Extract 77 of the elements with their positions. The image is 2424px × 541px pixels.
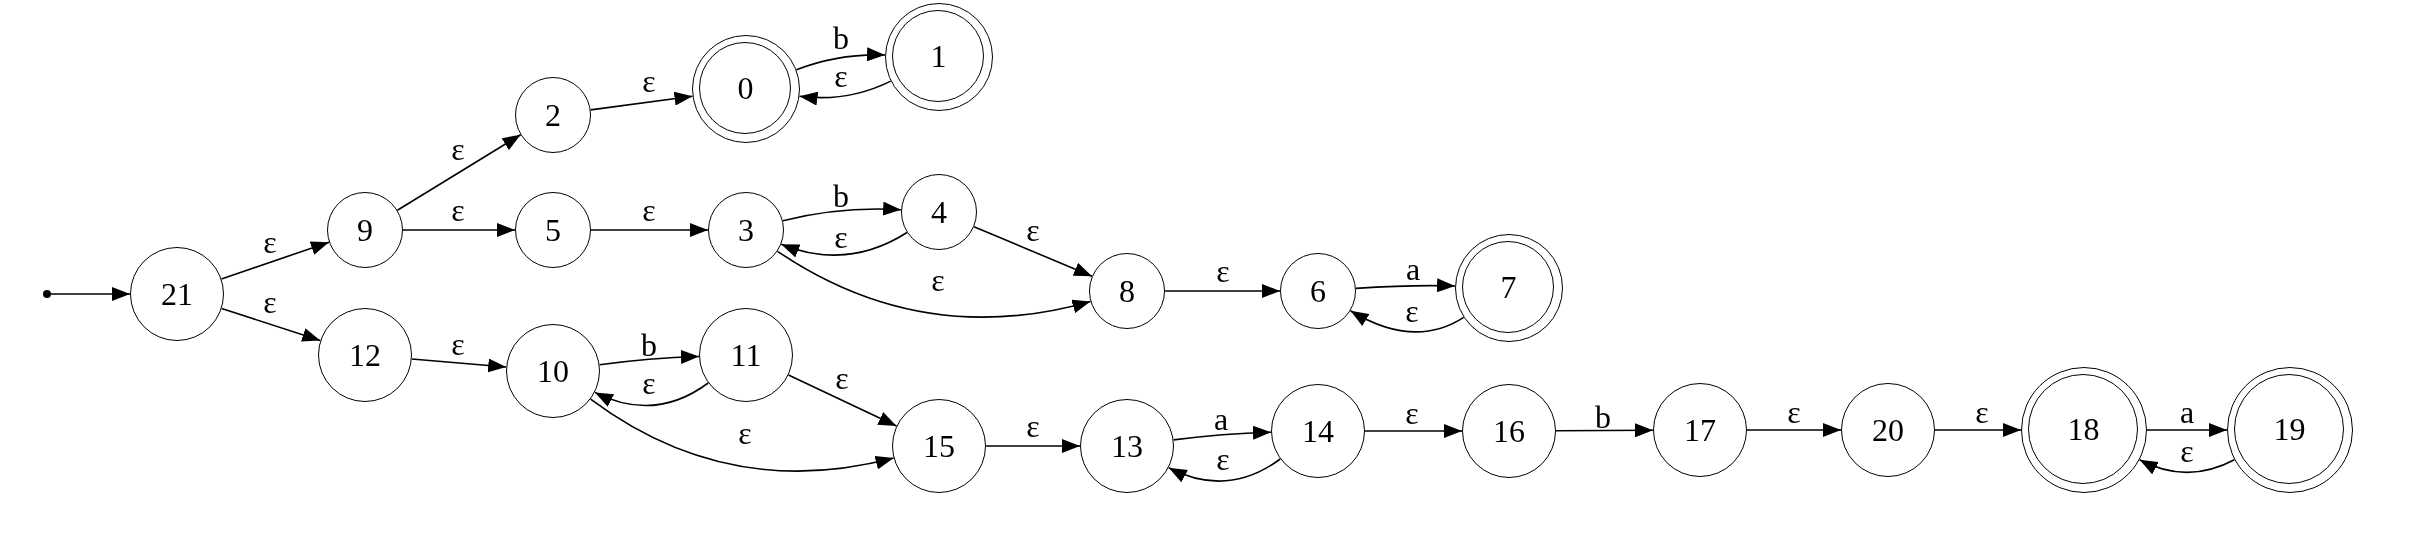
transition-label: ε — [642, 198, 656, 222]
state-label: 13 — [1111, 430, 1143, 462]
transition-label: ε — [1975, 400, 1989, 424]
transition-label: ε — [931, 268, 945, 292]
transition-label: ε — [738, 421, 752, 445]
state-label: 14 — [1302, 415, 1334, 447]
transition-arrow — [2138, 458, 2236, 474]
state-label: 20 — [1872, 414, 1904, 446]
state-label: 5 — [545, 214, 561, 246]
transition-arrow — [590, 223, 709, 237]
transition-arrow — [1364, 424, 1463, 438]
transition-arrow — [598, 350, 700, 366]
transition-arrow — [798, 80, 892, 106]
transition-arrow — [1167, 458, 1281, 482]
transition-label: ε — [835, 366, 849, 390]
transition-label: a — [1405, 257, 1421, 281]
transition-label: a — [1213, 407, 1229, 431]
state-label: 3 — [738, 214, 754, 246]
transition-arrow — [787, 374, 898, 427]
transition-label: ε — [834, 225, 848, 249]
transition-arrow — [795, 47, 886, 71]
state-label: 7 — [1500, 271, 1517, 304]
transition-arrow — [780, 231, 908, 257]
transition-arrow — [1746, 423, 1842, 437]
transition-label: ε — [1216, 447, 1230, 471]
transition-arrow — [1555, 423, 1654, 438]
transition-label: ε — [263, 290, 277, 314]
state-label: 1 — [930, 40, 947, 73]
state-label: 4 — [931, 196, 947, 228]
state-label: 19 — [2273, 413, 2306, 446]
state-label: 12 — [349, 339, 381, 371]
transition-arrow — [985, 439, 1081, 453]
state-label: 6 — [1310, 275, 1326, 307]
transition-label: ε — [451, 332, 465, 356]
transition-label: ε — [1026, 414, 1040, 438]
state-label: 17 — [1684, 414, 1716, 446]
transition-label: b — [641, 333, 657, 357]
transition-label: b — [833, 26, 849, 50]
transition-arrow — [411, 358, 507, 373]
transition-label: ε — [2180, 439, 2194, 463]
transition-label: ε — [1026, 218, 1040, 242]
transition-label: ε — [451, 198, 465, 222]
transition-label: ε — [642, 69, 656, 93]
state-label: 16 — [1493, 415, 1525, 447]
transition-label: ε — [1405, 299, 1419, 323]
state-label: 15 — [923, 430, 955, 462]
state-label: 11 — [730, 339, 762, 371]
transition-arrow — [782, 201, 902, 222]
transition-arrow — [1172, 425, 1272, 441]
transition-label: ε — [1405, 401, 1419, 425]
state-label: 0 — [737, 72, 754, 105]
transition-arrow — [2146, 423, 2228, 437]
transition-arrow — [220, 307, 322, 342]
transition-arrow — [1934, 423, 2022, 437]
transition-arrow — [1355, 278, 1456, 293]
transition-label: b — [833, 184, 849, 208]
transition-arrow — [402, 223, 516, 237]
state-label: 18 — [2067, 413, 2100, 446]
transition-arrow — [973, 225, 1093, 278]
state-label: 9 — [357, 214, 373, 246]
transition-label: ε — [642, 371, 656, 395]
state-label: 2 — [545, 99, 561, 131]
transition-arrow — [1164, 284, 1281, 298]
transition-label: ε — [1216, 259, 1230, 283]
state-label: 21 — [161, 278, 193, 310]
transition-label: b — [1595, 405, 1611, 429]
transition-label: ε — [1787, 400, 1801, 424]
transition-label: ε — [263, 230, 277, 254]
transition-label: ε — [834, 64, 848, 88]
transition-label: ε — [451, 137, 465, 161]
transition-label: a — [2179, 400, 2195, 424]
state-label: 8 — [1119, 275, 1135, 307]
transition-arrow — [589, 91, 694, 111]
transition-arrow — [396, 134, 522, 211]
transition-arrow — [594, 382, 709, 407]
transition-arrow — [50, 287, 131, 301]
state-label: 10 — [537, 355, 569, 387]
